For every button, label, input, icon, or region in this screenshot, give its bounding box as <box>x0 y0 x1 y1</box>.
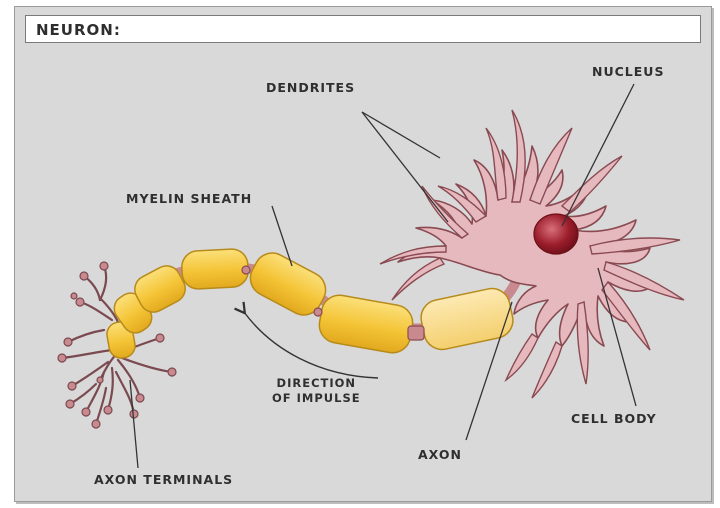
label-cell-body: CELL BODY <box>571 411 657 426</box>
label-direction-line2: OF IMPULSE <box>272 391 361 406</box>
label-myelin-sheath: MYELIN SHEATH <box>126 191 252 206</box>
label-direction-of-impulse: DIRECTION OF IMPULSE <box>272 376 361 406</box>
nucleus <box>534 214 578 254</box>
label-dendrites: DENDRITES <box>266 80 355 95</box>
label-nucleus: NUCLEUS <box>592 64 664 79</box>
label-direction-line1: DIRECTION <box>272 376 361 391</box>
myelin-sheath <box>105 247 516 360</box>
label-axon: AXON <box>418 447 462 462</box>
label-axon-terminals: AXON TERMINALS <box>94 472 233 487</box>
